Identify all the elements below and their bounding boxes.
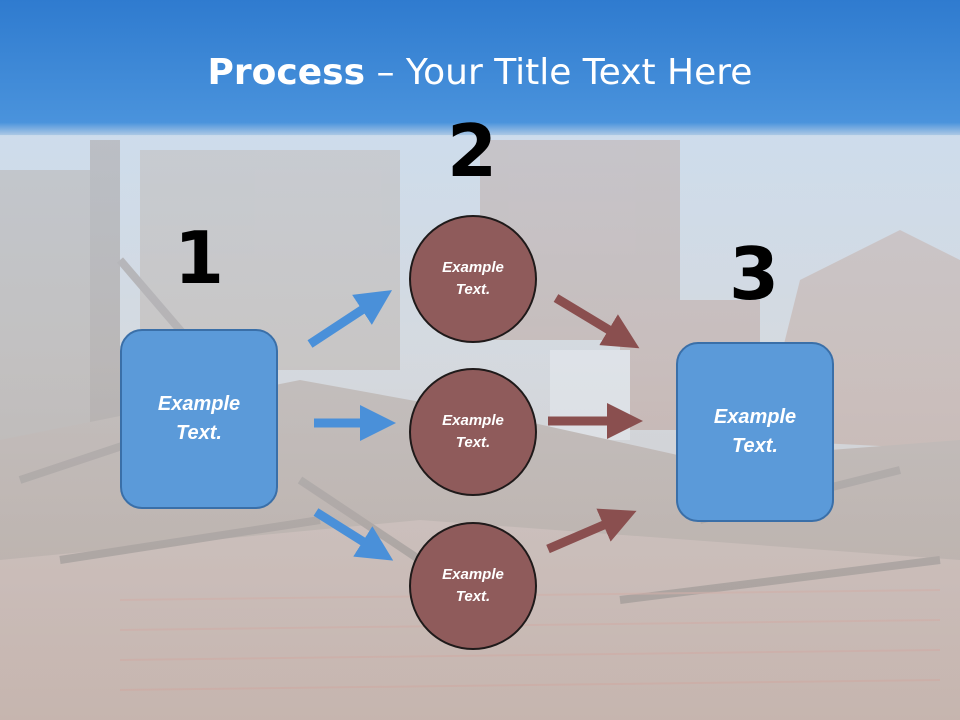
slide-title: Process – Your Title Text Here [0,52,960,93]
step-number-1: 1 [173,216,225,300]
step-number-3: 3 [728,232,780,316]
arrow-1-to-top [307,290,393,348]
circle-top-line2: Text. [455,281,491,298]
circle-top-line1: Example [442,258,504,276]
step-1-text-line2: Text. [176,422,222,444]
circle-middle-line1: Example [442,411,504,429]
step-3-text-line2: Text. [732,435,778,457]
circle-bottom-line2: Text. [455,588,491,605]
step-2-circle-middle: Example Text. [409,368,537,496]
step-3-box: Example Text. [676,342,834,522]
arrow-1-to-bottom [313,508,394,561]
arrow-top-to-3 [553,294,640,349]
circle-middle-line2: Text. [455,434,491,451]
step-2-circle-bottom: Example Text. [409,522,537,650]
step-1-text-line1: Example [157,393,241,415]
title-rest: – Your Title Text Here [365,52,753,93]
arrow-bottom-to-3 [546,508,637,554]
step-3-text-line1: Example [713,406,797,428]
step-1-box: Example Text. [120,329,278,509]
step-2-circle-top: Example Text. [409,215,537,343]
step-number-2: 2 [446,109,498,193]
title-bold: Process [207,52,366,93]
circle-bottom-line1: Example [442,565,504,583]
